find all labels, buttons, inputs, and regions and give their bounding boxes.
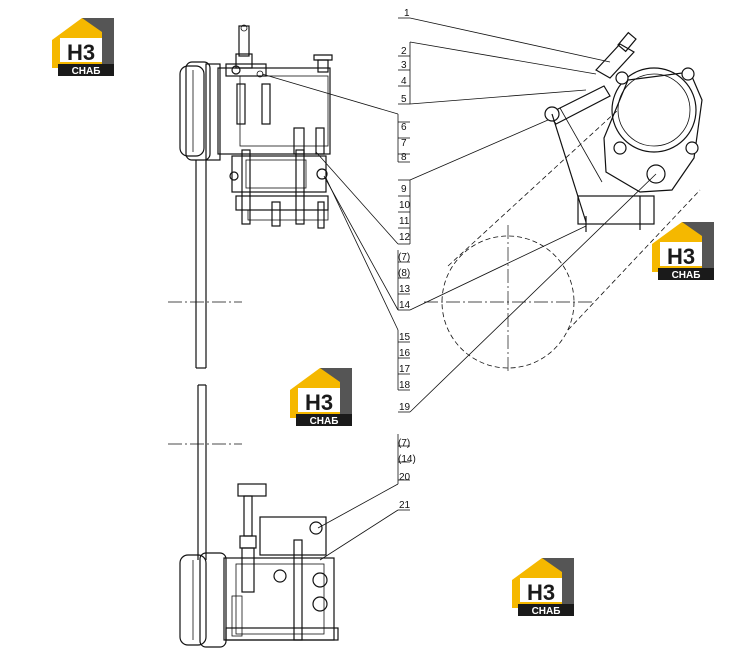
logo-mark: H3 (667, 244, 695, 269)
logo-mark: H3 (67, 40, 95, 65)
watermark-logo: H3 СНАБ (652, 222, 714, 281)
watermark-logo: H3 СНАБ (52, 18, 114, 77)
callout-7: 7 (401, 138, 407, 149)
callout-4: 4 (401, 76, 407, 87)
watermark-logo: H3 СНАБ (512, 558, 574, 617)
callout-5: 5 (401, 94, 407, 105)
callout-12: 12 (399, 232, 411, 243)
callout-11: 11 (399, 216, 410, 227)
callout-18: 18 (399, 380, 411, 391)
callout-3: 3 (401, 60, 407, 71)
logo-caption: СНАБ (310, 416, 339, 427)
callout-labels: 1 2 3 4 5 6 7 8 9 10 11 12 (7) (8) 13 14… (398, 8, 416, 511)
belt-vertical (195, 160, 207, 560)
callout-16: 16 (399, 348, 411, 359)
callout-14: 14 (399, 300, 411, 311)
callout-9: 9 (401, 184, 407, 195)
callout-8-ref: (8) (398, 268, 410, 279)
compressor-side-view-top (179, 24, 333, 229)
compressor-side-view-bottom (179, 483, 339, 648)
callout-17: 17 (399, 364, 411, 375)
callout-2: 2 (401, 46, 407, 57)
compressor-front-view (424, 31, 703, 372)
callout-20: 20 (399, 472, 411, 483)
logo-caption: СНАБ (672, 270, 701, 281)
logo-caption: СНАБ (532, 606, 561, 617)
callout-14-ref: (14) (398, 454, 416, 465)
callout-8: 8 (401, 152, 407, 163)
callout-1: 1 (404, 8, 410, 19)
callout-7-ref: (7) (398, 252, 410, 263)
callout-10: 10 (399, 200, 411, 211)
callout-13: 13 (399, 284, 411, 295)
logo-mark: H3 (527, 580, 555, 605)
logo-caption: СНАБ (72, 66, 101, 77)
watermark-logo: H3 СНАБ (290, 368, 352, 427)
logo-mark: H3 (305, 390, 333, 415)
callout-21: 21 (399, 500, 411, 511)
callout-6: 6 (401, 122, 407, 133)
callout-leaders (261, 17, 657, 561)
callout-15: 15 (399, 332, 411, 343)
callout-7-ref-2: (7) (398, 438, 410, 449)
callout-19: 19 (399, 402, 411, 413)
